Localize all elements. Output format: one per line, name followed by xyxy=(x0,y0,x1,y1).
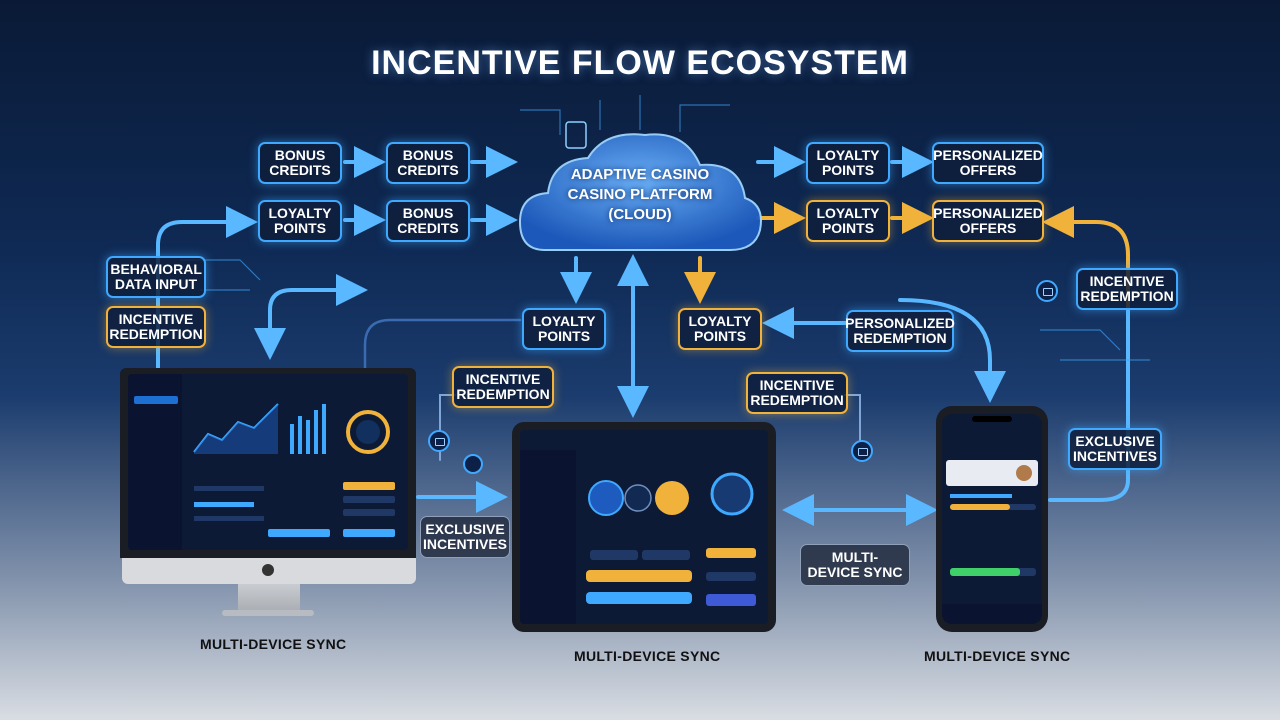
cloud-platform-label: ADAPTIVE CASINO CASINO PLATFORM (CLOUD) xyxy=(540,165,740,225)
node-bonus-credits-2: BONUS CREDITS xyxy=(386,142,470,184)
node-personalized-offers-2: PERSONALIZED OFFERS xyxy=(932,200,1044,242)
node-behavioral-data-input: BEHAVIORAL DATA INPUT xyxy=(106,256,206,298)
node-bonus-credits-3: BONUS CREDITS xyxy=(386,200,470,242)
cloud-label-line3: (CLOUD) xyxy=(608,206,672,223)
node-loyalty-points-2: LOYALTY POINTS xyxy=(806,142,890,184)
ticket-icon xyxy=(428,430,450,452)
node-incentive-redemption-1: INCENTIVE REDEMPTION xyxy=(106,306,206,348)
node-loyalty-points-4: LOYALTY POINTS xyxy=(522,308,606,350)
node-loyalty-points-1: LOYALTY POINTS xyxy=(258,200,342,242)
node-loyalty-points-5: LOYALTY POINTS xyxy=(678,308,762,350)
phone-caption: MULTI-DEVICE SYNC xyxy=(924,648,1071,664)
desktop-caption: MULTI-DEVICE SYNC xyxy=(200,636,347,652)
node-exclusive-incentives-1: EXCLUSIVE INCENTIVES xyxy=(420,516,510,558)
node-incentive-redemption-4: INCENTIVE REDEMPTION xyxy=(746,372,848,414)
tablet-caption: MULTI-DEVICE SYNC xyxy=(574,648,721,664)
diagram-title: INCENTIVE FLOW ECOSYSTEM xyxy=(371,44,909,82)
node-personalized-redemption: PERSONALIZED REDEMPTION xyxy=(845,310,955,352)
ticket-icon xyxy=(1036,280,1058,302)
node-exclusive-incentives-2: EXCLUSIVE INCENTIVES xyxy=(1068,428,1162,470)
cloud-icon xyxy=(518,133,762,251)
node-personalized-offers-1: PERSONALIZED OFFERS xyxy=(932,142,1044,184)
node-bonus-credits-1: BONUS CREDITS xyxy=(258,142,342,184)
node-loyalty-points-3: LOYALTY POINTS xyxy=(806,200,890,242)
cloud-label-line2: CASINO PLATFORM xyxy=(567,186,713,203)
cloud-label-line1: ADAPTIVE CASINO xyxy=(570,166,710,183)
node-multi-device-sync: MULTI-DEVICE SYNC xyxy=(800,544,910,586)
node-incentive-redemption-2: INCENTIVE REDEMPTION xyxy=(1076,268,1178,310)
ticket-icon xyxy=(851,440,873,462)
node-incentive-redemption-3: INCENTIVE REDEMPTION xyxy=(452,366,554,408)
